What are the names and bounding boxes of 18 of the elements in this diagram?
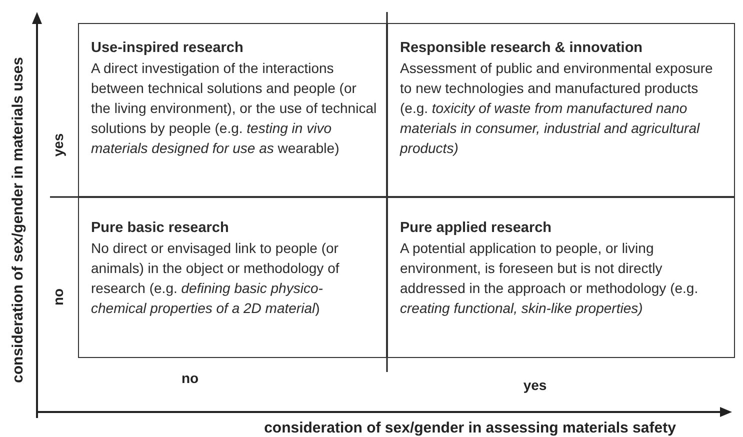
quadrant-box	[78, 197, 387, 358]
quadrant-box	[78, 23, 387, 197]
axis-value-label: yes	[523, 377, 547, 393]
axis-value-label: yes	[50, 133, 66, 157]
quadrant-description: A direct investigation of the interactions between technical solutions and people (or the living environment), or the use of technical solutions by people (e.g. testing in vivo materials designed for use as wearable)	[91, 59, 378, 158]
quadrant-heading: Pure applied research	[400, 219, 553, 238]
axis-title: consideration of sex/gender in assessing materials safety	[264, 420, 676, 436]
quadrant-heading: Responsible research & innovation	[400, 39, 644, 58]
quadrant-description: Assessment of public and environmental exposure to new technologies and manufactured products (e.g. toxicity of waste from manufactured nano materials in consumer, industrial and agricultural products)	[400, 59, 714, 158]
quadrant-heading: Pure basic research	[91, 219, 230, 238]
quadrant-box	[387, 23, 735, 197]
quadrant-description: A potential application to people, or living environment, is foreseen but is not directly addressed in the approach or methodology (e.g. creating functional, skin-like properties)	[400, 239, 700, 318]
quadrant-heading: Use-inspired research	[91, 39, 244, 58]
quadrant-box	[387, 197, 735, 358]
quadrant-description: No direct or envisaged link to people (or animals) in the object or methodology of research (e.g. defining basic physico-chemical properties of a 2D material)	[91, 239, 340, 318]
axis-title: consideration of sex/gender in materials uses	[10, 57, 26, 383]
axis-value-label: no	[50, 288, 66, 306]
axis-value-label: no	[181, 370, 199, 386]
